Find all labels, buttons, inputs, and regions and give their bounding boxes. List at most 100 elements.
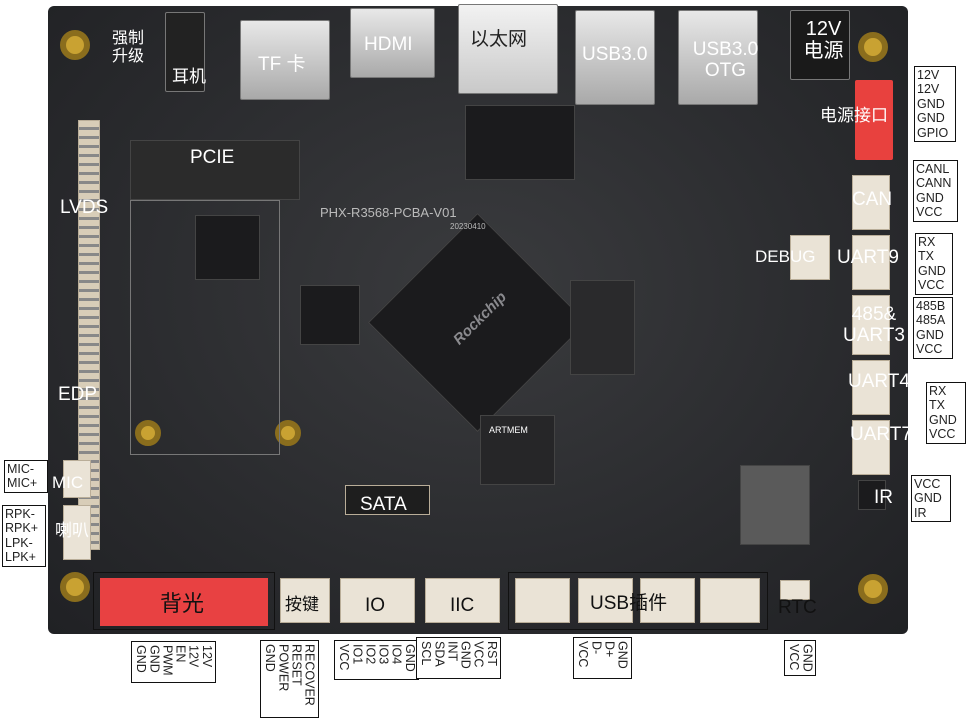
- rtc-label: RTC: [778, 597, 817, 618]
- pin-label: IO2: [363, 644, 378, 665]
- pin-label: 485B: [916, 299, 946, 313]
- pin-label: MIC+: [7, 476, 38, 491]
- io-connector: [340, 578, 415, 623]
- backlight-group-box: [93, 572, 275, 630]
- pin-label: 485A: [916, 313, 946, 328]
- pin-label: VCC: [337, 644, 352, 671]
- usb-group-box: [508, 572, 768, 630]
- ethernet-phy: [465, 105, 575, 180]
- ir-receiver: [858, 480, 886, 510]
- pin-label: RX: [918, 235, 936, 249]
- mounting-hole: [275, 420, 301, 446]
- pin-label: RX: [929, 384, 947, 398]
- can-connector: [852, 175, 890, 230]
- power-port-label: 电源接口: [820, 106, 888, 125]
- pin-label: GND: [800, 644, 815, 672]
- hdmi-port: [350, 8, 435, 78]
- edp-label: EDP: [58, 384, 98, 405]
- pin-label: VCC: [916, 342, 943, 357]
- tf-card-label: TF 卡: [258, 54, 306, 75]
- mounting-hole: [858, 32, 888, 62]
- mic-pinout: MIC-MIC+: [4, 460, 48, 493]
- rtc-connector: [780, 580, 810, 600]
- pin-label: 12V: [186, 645, 201, 668]
- ethernet-label: 以太网: [470, 29, 528, 50]
- pin-label: VCC: [576, 641, 591, 668]
- speaker-connector: [63, 505, 91, 560]
- usb-connector: [700, 578, 760, 623]
- usb-connector: [578, 578, 633, 623]
- board-date: 20230410: [450, 222, 486, 231]
- pin-label: GND: [914, 491, 942, 506]
- pin-label: SDA: [432, 641, 447, 667]
- usb-plugin-label: USB插件: [590, 593, 668, 614]
- pin-label: LPK-: [5, 535, 33, 550]
- pcie-slot: [130, 140, 300, 200]
- uart9-label: UART9: [837, 247, 899, 268]
- backlight-connector: [100, 578, 268, 626]
- speaker-pinout: RPK-RPK+LPK-LPK+: [2, 505, 46, 567]
- pin-label: TX: [929, 398, 945, 413]
- pin-label: 12V: [199, 645, 214, 668]
- debug-label: DEBUG: [755, 247, 816, 266]
- mic-connector: [63, 460, 91, 498]
- pin-label: IO3: [376, 644, 391, 665]
- pin-label: GND: [134, 645, 149, 673]
- tf-card-slot: [240, 20, 330, 100]
- pin-label: GND: [615, 641, 630, 669]
- pin-label: EN: [173, 645, 188, 663]
- pin-label: GND: [918, 263, 946, 278]
- pin-label: GPIO: [917, 125, 949, 140]
- pin-label: VCC: [916, 205, 943, 220]
- force-upgrade-label: 强制升级: [112, 30, 145, 65]
- pin-label: TX: [918, 249, 934, 264]
- pin-label: GND: [916, 190, 944, 205]
- pin-label: CANL: [916, 162, 950, 176]
- pin-label: CANN: [916, 176, 952, 191]
- pin-label: GND: [458, 641, 473, 669]
- mounting-hole: [135, 420, 161, 446]
- pin-label: RESET: [289, 644, 304, 686]
- lvds-label: LVDS: [60, 197, 109, 218]
- pin-label: RPK+: [5, 521, 39, 536]
- headphone-jack: [165, 12, 205, 92]
- pcie-outline: [130, 200, 280, 455]
- pin-label: RPK-: [5, 507, 35, 521]
- power-12v-label: 12V 电源: [803, 18, 844, 62]
- headphone-label: 耳机: [172, 67, 206, 86]
- ram-chip: [570, 280, 635, 375]
- pin-label: RECOVER: [302, 644, 317, 706]
- board-silkscreen: PHX-R3568-PCBA-V01: [320, 205, 457, 220]
- uart7-label: UART7: [850, 424, 912, 445]
- sata-connector: [345, 485, 430, 515]
- pin-label: RST: [484, 641, 499, 666]
- pin-label: D-: [589, 641, 604, 655]
- usb-connector: [640, 578, 695, 623]
- pin-label: GND: [929, 412, 957, 427]
- pin-label: VCC: [929, 427, 956, 442]
- io-label: IO: [365, 595, 386, 616]
- uart3-label: 485& UART3: [843, 304, 905, 346]
- debug-connector: [790, 235, 830, 280]
- usb3-label: USB3.0: [582, 44, 648, 65]
- mounting-hole: [60, 572, 90, 602]
- pin-label: LPK+: [5, 550, 36, 565]
- usb-connector: [515, 578, 570, 623]
- backlight-label: 背光: [160, 591, 205, 616]
- pin-label: GND: [916, 327, 944, 342]
- mounting-hole: [60, 30, 90, 60]
- pin-label: GND: [263, 644, 278, 672]
- pin-label: IO1: [350, 644, 365, 665]
- speaker-label: 喇叭: [55, 521, 89, 540]
- pin-label: GND: [917, 111, 945, 126]
- keys-label: 按键: [285, 595, 319, 614]
- usb3-otg-label: USB3.0 OTG: [692, 39, 759, 81]
- pin-label: VCC: [787, 644, 802, 671]
- uart9-connector: [852, 235, 890, 290]
- pin-label: GND: [402, 644, 417, 672]
